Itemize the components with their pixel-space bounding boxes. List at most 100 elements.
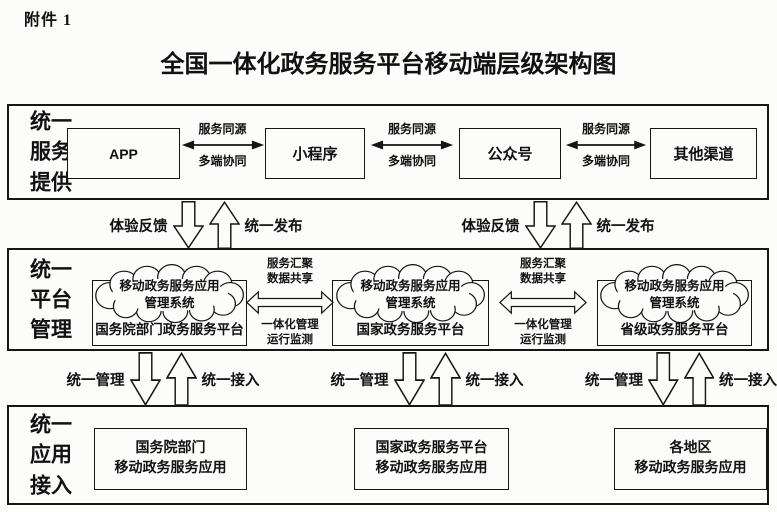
access-node-regional: 各地区 移动政务服务应用 bbox=[614, 428, 767, 490]
service-sync-label: 服务同源 bbox=[198, 122, 247, 136]
cloud-label-line: 移动政务服务应用 bbox=[624, 279, 725, 294]
access-node-line: 各地区 bbox=[669, 440, 712, 456]
node-app: APP bbox=[67, 128, 180, 179]
aggregation-label-line: 服务汇聚 bbox=[267, 258, 313, 270]
access-label: 统一接入 bbox=[201, 372, 260, 389]
access-node-line: 国家政务服务平台 bbox=[375, 440, 488, 456]
access-node-state-council-dept: 国务院部门 移动政务服务应用 bbox=[94, 428, 247, 490]
down-block-arrow-icon bbox=[648, 352, 679, 406]
monitoring-label: 一体化管理 运行监测 bbox=[514, 318, 572, 348]
double-arrow-icon bbox=[180, 140, 265, 151]
band-access-label-line: 统一 bbox=[30, 412, 72, 437]
access-label: 统一接入 bbox=[719, 372, 777, 389]
monitoring-label: 一体化管理 运行监测 bbox=[261, 318, 319, 348]
access-node-line: 国务院部门 bbox=[135, 440, 206, 456]
access-label: 统一接入 bbox=[465, 372, 524, 389]
band-application-access: 统一 应用 接入 国务院部门 移动政务服务应用 国家政务服务平台 移动政务服务应… bbox=[7, 405, 769, 505]
cloud-label: 移动政务服务应用 管理系统 bbox=[335, 263, 487, 325]
manage-access-connector: 统一管理 统一接入 bbox=[65, 352, 261, 406]
down-block-arrow-icon bbox=[129, 352, 161, 406]
aggregation-label-line: 数据共享 bbox=[520, 272, 566, 285]
access-node-line: 移动政务服务应用 bbox=[114, 461, 227, 476]
cloud-label: 移动政务服务应用 管理系统 bbox=[599, 263, 751, 325]
band-service-label-line: 提供 bbox=[30, 170, 72, 195]
double-arrow-icon bbox=[370, 140, 454, 151]
cloud-label-line: 管理系统 bbox=[144, 295, 195, 310]
band-service-label-line: 服务 bbox=[30, 139, 72, 164]
band-service-label-line: 统一 bbox=[30, 109, 72, 134]
publish-label: 统一发布 bbox=[596, 218, 655, 235]
feedback-label: 体验反馈 bbox=[461, 218, 520, 235]
platform-node-state-council-dept: 移动政务服务应用 管理系统 国务院部门政务服务平台 bbox=[92, 264, 247, 346]
band-access-label-line: 接入 bbox=[30, 473, 72, 498]
service-sync-label: 服务同源 bbox=[387, 122, 436, 136]
aggregation-connector: 服务汇聚 数据共享 一体化管理 运行监测 bbox=[240, 257, 340, 348]
double-block-arrow-icon bbox=[246, 291, 334, 314]
down-block-arrow-icon bbox=[524, 201, 556, 249]
node-mini-program: 小程序 bbox=[265, 128, 365, 179]
management-system-cloud: 移动政务服务应用 管理系统 bbox=[599, 263, 751, 325]
management-system-cloud: 移动政务服务应用 管理系统 bbox=[94, 263, 246, 325]
band-platform-label-line: 平台 bbox=[30, 287, 72, 312]
manage-label: 统一管理 bbox=[585, 372, 643, 389]
cloud-label: 移动政务服务应用 管理系统 bbox=[94, 263, 246, 325]
cloud-label-line: 管理系统 bbox=[385, 295, 436, 310]
up-block-arrow-icon bbox=[208, 201, 240, 249]
band-platform-label-line: 管理 bbox=[30, 317, 72, 342]
aggregation-label-line: 服务汇聚 bbox=[520, 258, 566, 270]
cloud-label-line: 移动政务服务应用 bbox=[119, 279, 220, 294]
access-node-line: 移动政务服务应用 bbox=[375, 461, 488, 476]
up-block-arrow-icon bbox=[429, 352, 461, 406]
double-block-arrow-icon bbox=[499, 291, 587, 314]
up-block-arrow-icon bbox=[165, 352, 197, 406]
node-official-account: 公众号 bbox=[459, 128, 561, 179]
manage-access-connector: 统一管理 统一接入 bbox=[585, 352, 777, 406]
multi-end-label: 多端协同 bbox=[581, 154, 630, 169]
attachment-label: 附件 1 bbox=[24, 12, 73, 29]
multi-end-label: 多端协同 bbox=[387, 154, 436, 169]
multi-end-label: 多端协同 bbox=[198, 154, 247, 169]
aggregation-connector: 服务汇聚 数据共享 一体化管理 运行监测 bbox=[493, 257, 593, 348]
band-access-label: 统一 应用 接入 bbox=[30, 409, 72, 500]
aggregation-label: 服务汇聚 数据共享 bbox=[520, 257, 566, 287]
monitoring-label-line: 运行监测 bbox=[520, 333, 566, 346]
monitoring-label-line: 运行监测 bbox=[267, 333, 313, 346]
band-platform-management: 统一 平台 管理 移动政务服务应用 管理系统 国务院部门政务服务平台 移动政务服… bbox=[7, 248, 769, 351]
aggregation-label: 服务汇聚 数据共享 bbox=[267, 257, 313, 287]
cloud-label-line: 移动政务服务应用 bbox=[360, 279, 461, 294]
band-platform-label: 统一 平台 管理 bbox=[30, 254, 72, 345]
manage-label: 统一管理 bbox=[66, 372, 125, 389]
platform-node-label: 省级政务服务平台 bbox=[620, 322, 729, 337]
aggregation-label-line: 数据共享 bbox=[267, 272, 313, 285]
monitoring-label-line: 一体化管理 bbox=[514, 318, 572, 331]
down-block-arrow-icon bbox=[172, 201, 204, 249]
band-platform-label-line: 统一 bbox=[30, 256, 72, 281]
node-other-channels: 其他渠道 bbox=[650, 128, 757, 179]
monitoring-label-line: 一体化管理 bbox=[261, 318, 319, 331]
band-service-provision: 统一 服务 提供 APP 小程序 公众号 其他渠道 服务同源 多端协同 服务同源… bbox=[7, 104, 769, 200]
service-sync-label: 服务同源 bbox=[581, 122, 630, 136]
double-arrow-icon bbox=[565, 140, 647, 151]
platform-node-label: 国家政务服务平台 bbox=[356, 322, 465, 337]
down-block-arrow-icon bbox=[393, 352, 425, 406]
service-sync-connector: 服务同源 多端协同 bbox=[367, 122, 457, 169]
manage-access-connector: 统一管理 统一接入 bbox=[329, 352, 525, 406]
manage-label: 统一管理 bbox=[330, 372, 389, 389]
band-access-label-line: 应用 bbox=[30, 442, 72, 467]
platform-node-national: 移动政务服务应用 管理系统 国家政务服务平台 bbox=[332, 264, 489, 346]
feedback-publish-connector: 体验反馈 统一发布 bbox=[460, 201, 656, 249]
cloud-label-line: 管理系统 bbox=[649, 295, 700, 310]
access-node-national: 国家政务服务平台 移动政务服务应用 bbox=[354, 428, 509, 490]
platform-node-label: 国务院部门政务服务平台 bbox=[95, 322, 244, 337]
band-service-label: 统一 服务 提供 bbox=[30, 106, 72, 197]
access-node-line: 移动政务服务应用 bbox=[634, 461, 747, 476]
diagram-title: 全国一体化政务服务平台移动端层级架构图 bbox=[160, 52, 617, 78]
service-sync-connector: 服务同源 多端协同 bbox=[563, 122, 649, 169]
management-system-cloud: 移动政务服务应用 管理系统 bbox=[335, 263, 487, 325]
feedback-publish-connector: 体验反馈 统一发布 bbox=[108, 201, 304, 249]
feedback-label: 体验反馈 bbox=[109, 218, 168, 235]
up-block-arrow-icon bbox=[560, 201, 592, 249]
up-block-arrow-icon bbox=[683, 352, 714, 406]
service-sync-connector: 服务同源 多端协同 bbox=[177, 122, 268, 169]
publish-label: 统一发布 bbox=[244, 218, 303, 235]
